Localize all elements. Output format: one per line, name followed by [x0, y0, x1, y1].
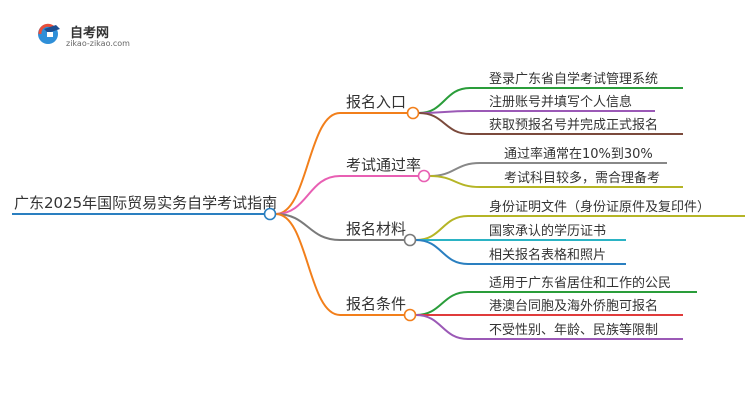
branch-node-4 [403, 308, 417, 322]
leaf-label-2-1: 通过率通常在10%到30% [504, 146, 653, 162]
leaf-connector-4-3 [415, 314, 469, 340]
root-label: 广东2025年国际贸易实务自学考试指南 [14, 194, 277, 212]
leaf-label-1-1: 登录广东省自学考试管理系统 [489, 71, 658, 87]
branch-connector-1 [275, 112, 341, 215]
branch-label-3: 报名材料 [346, 220, 406, 238]
leaf-label-1-2: 注册账号并填写个人信息 [489, 94, 632, 110]
leaf-connector-1-3 [418, 112, 471, 135]
branch-label-2: 考试通过率 [346, 156, 421, 174]
leaf-label-4-3: 不受性别、年龄、民族等限制 [489, 322, 658, 338]
leaf-connector-1-1 [418, 87, 471, 114]
leaf-label-3-2: 国家承认的学历证书 [489, 223, 606, 239]
leaf-connector-3-1 [415, 215, 469, 241]
mortarboard-icon [38, 23, 60, 44]
branch-connector-4 [275, 213, 341, 316]
logo-domain: zikao-zikao.com [66, 39, 130, 48]
branch-label-1: 报名入口 [346, 93, 406, 111]
branch-label-4: 报名条件 [346, 295, 406, 313]
leaf-label-4-2: 港澳台同胞及海外侨胞可报名 [489, 298, 658, 314]
leaf-connector-2-2 [429, 175, 481, 188]
branch-node-2 [417, 169, 431, 183]
leaf-label-1-3: 获取预报名号并完成正式报名 [489, 117, 658, 133]
leaf-label-2-2: 考试科目较多，需合理备考 [504, 170, 660, 186]
leaf-label-3-1: 身份证明文件（身份证原件及复印件） [489, 199, 710, 215]
leaf-connector-2-1 [429, 162, 481, 177]
leaf-connector-4-1 [415, 291, 469, 316]
branch-connector-3 [275, 213, 341, 241]
site-logo[interactable]: 自考网 zikao-zikao.com [36, 20, 146, 52]
leaf-connector-3-3 [415, 239, 469, 265]
leaf-label-3-3: 相关报名表格和照片 [489, 247, 606, 263]
branch-node-1 [406, 106, 420, 120]
branch-node-3 [403, 233, 417, 247]
branch-connector-2 [275, 175, 341, 215]
logo-brand: 自考网 [70, 26, 110, 41]
leaf-label-4-1: 适用于广东省居住和工作的公民 [489, 275, 671, 291]
root-node [263, 207, 277, 221]
